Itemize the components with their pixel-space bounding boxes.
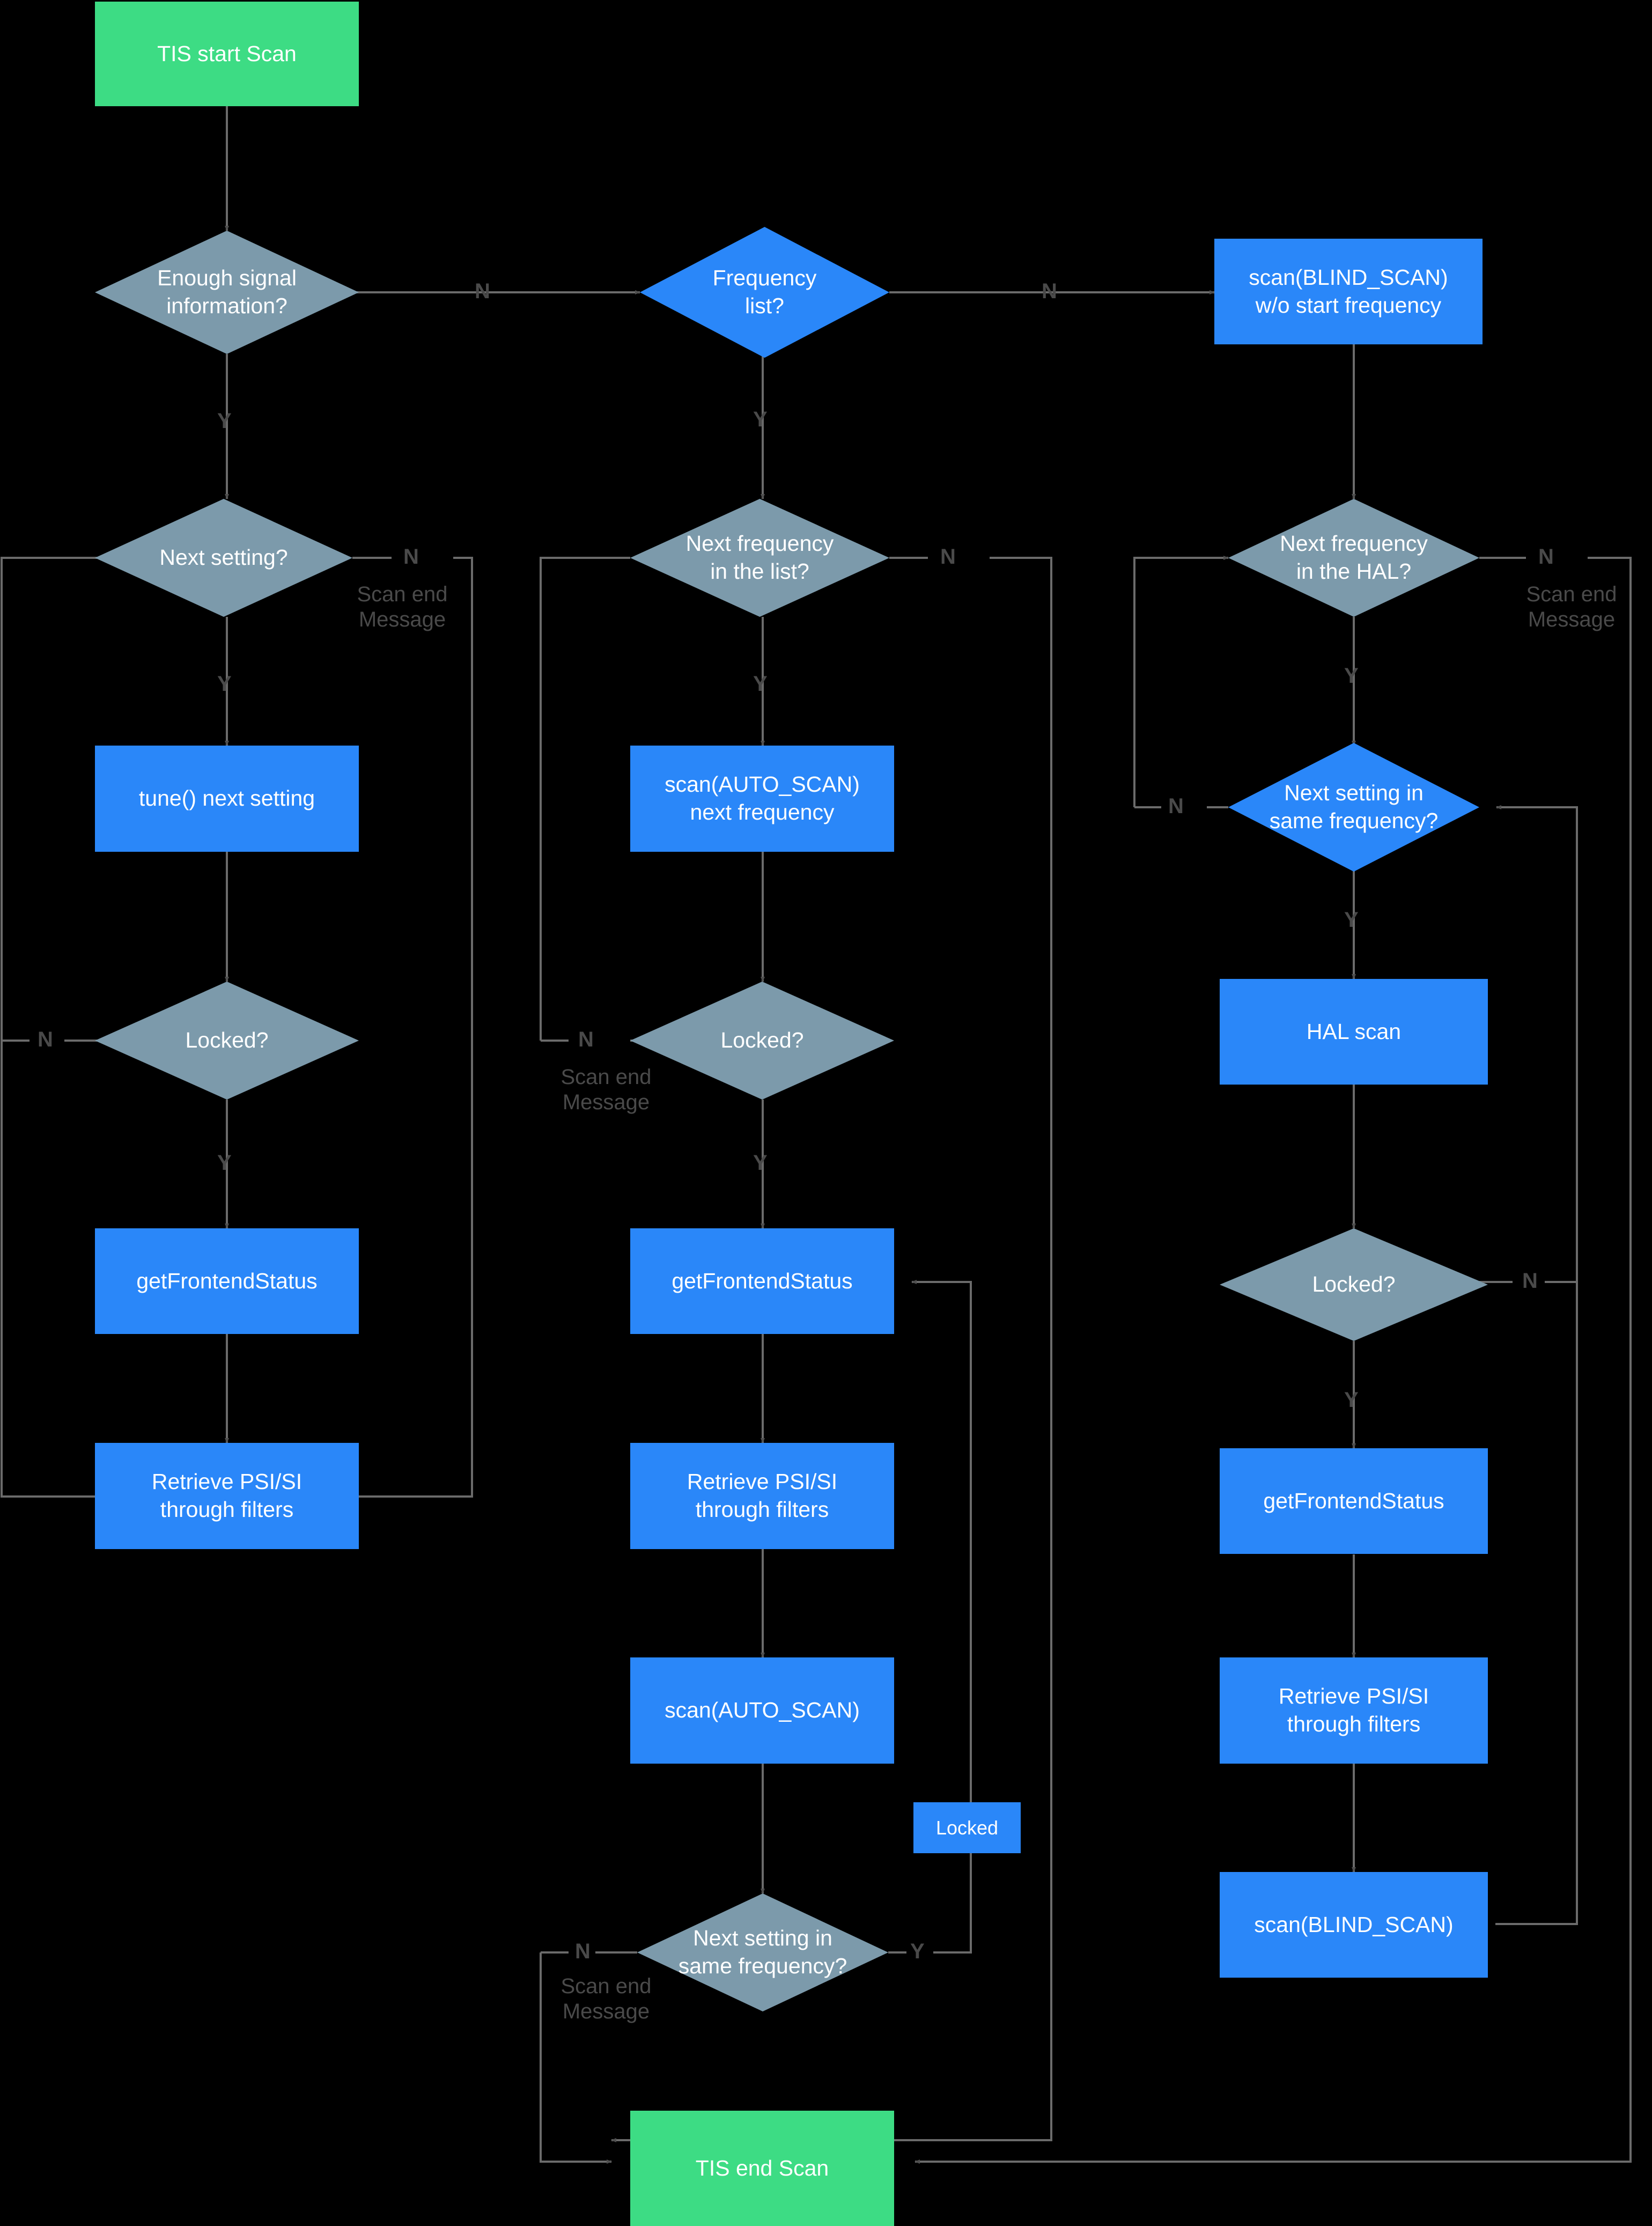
edge-locked-mid-n-rail bbox=[540, 557, 630, 1041]
node-tis-start-scan[interactable]: TIS start Scan bbox=[95, 2, 359, 106]
node-tune-next-setting[interactable]: tune() next setting bbox=[95, 746, 359, 852]
decision-shape bbox=[1228, 499, 1479, 617]
node-get-frontend-status-right[interactable]: getFrontendStatus bbox=[1220, 1448, 1488, 1554]
note-scan-end-message-right: Scan end Message bbox=[1526, 583, 1617, 632]
node-tis-end-scan[interactable]: TIS end Scan bbox=[630, 2111, 894, 2226]
decision-shape bbox=[637, 1893, 888, 2011]
edge-label-n-next-setting-same-freq-right: N bbox=[1168, 794, 1184, 818]
node-retrieve-psi-si-right[interactable]: Retrieve PSI/SI through filters bbox=[1220, 1657, 1488, 1764]
edge-label-n-enough-signal: N bbox=[475, 279, 490, 303]
edge-blindscan-right-loop bbox=[1495, 805, 1578, 1925]
edge-label-n-locked-right: N bbox=[1522, 1269, 1538, 1293]
note-scan-end-message-mid-bottom: Scan end Message bbox=[560, 1974, 652, 2024]
node-next-setting[interactable]: Next setting? bbox=[95, 499, 352, 617]
edge-label-n-next-setting: N bbox=[403, 545, 419, 569]
node-frequency-list[interactable]: Frequency list? bbox=[640, 227, 889, 358]
decision-shape bbox=[95, 499, 352, 617]
edge-nextsetting-mid-n-rail bbox=[540, 1952, 612, 2164]
edge-label-y-next-freq-list: Y bbox=[753, 672, 768, 696]
edge-nextsetting-mid-y-loop bbox=[911, 1280, 972, 1954]
edge-label-n-frequency-list: N bbox=[1042, 279, 1057, 303]
node-locked-left[interactable]: Locked? bbox=[95, 982, 359, 1100]
node-retrieve-psi-si-left[interactable]: Retrieve PSI/SI through filters bbox=[95, 1443, 359, 1549]
decision-shape bbox=[95, 231, 359, 354]
node-scan-auto-scan-next-frequency[interactable]: scan(AUTO_SCAN) next frequency bbox=[630, 746, 894, 852]
edge-label-y-next-setting-same-freq-right: Y bbox=[1344, 908, 1359, 932]
edge-nextfreqhal-n-loop bbox=[914, 557, 1632, 2164]
decision-shape bbox=[1228, 743, 1479, 872]
node-scan-blind-scan-wo-start-frequency[interactable]: scan(BLIND_SCAN) w/o start frequency bbox=[1214, 239, 1483, 344]
edge-label-n-locked-left: N bbox=[38, 1028, 53, 1051]
decision-shape bbox=[630, 982, 894, 1100]
decision-shape bbox=[95, 982, 359, 1100]
node-locked-right[interactable]: Locked? bbox=[1220, 1228, 1488, 1341]
edge-label-y-next-freq-hal: Y bbox=[1344, 664, 1359, 688]
node-hal-scan[interactable]: HAL scan bbox=[1220, 979, 1488, 1085]
node-locked-tag[interactable]: Locked bbox=[913, 1802, 1021, 1853]
decision-shape bbox=[630, 499, 889, 617]
note-scan-end-message-mid-top: Scan end Message bbox=[560, 1065, 652, 1115]
edge-label-y-locked-mid: Y bbox=[753, 1151, 768, 1175]
edge-label-y-locked-left: Y bbox=[217, 1151, 232, 1175]
node-next-frequency-in-the-list[interactable]: Next frequency in the list? bbox=[630, 499, 889, 617]
edge-label-n-next-freq-hal: N bbox=[1538, 545, 1554, 569]
edge-label-n-locked-mid: N bbox=[578, 1028, 594, 1051]
edge-label-n-next-freq-list: N bbox=[940, 545, 956, 569]
edge-label-y-next-setting-same-freq-mid: Y bbox=[910, 1940, 925, 1963]
node-retrieve-psi-si-mid[interactable]: Retrieve PSI/SI through filters bbox=[630, 1443, 894, 1549]
decision-shape bbox=[1220, 1228, 1488, 1341]
edge-nextsetting-right-n-rail bbox=[1133, 556, 1229, 807]
edge-label-y-frequency-list: Y bbox=[753, 408, 768, 431]
decision-shape bbox=[640, 227, 889, 358]
edge-label-y-next-setting: Y bbox=[217, 672, 232, 696]
edge-label-n-next-setting-same-freq-mid: N bbox=[575, 1940, 591, 1963]
node-enough-signal-information[interactable]: Enough signal information? bbox=[95, 231, 359, 354]
node-scan-blind-scan[interactable]: scan(BLIND_SCAN) bbox=[1220, 1872, 1488, 1978]
node-scan-auto-scan[interactable]: scan(AUTO_SCAN) bbox=[630, 1657, 894, 1764]
edge-label-y-locked-right: Y bbox=[1344, 1388, 1359, 1412]
edge-label-y-enough-signal: Y bbox=[217, 409, 232, 433]
node-get-frontend-status-mid[interactable]: getFrontendStatus bbox=[630, 1228, 894, 1334]
node-next-frequency-in-the-hal[interactable]: Next frequency in the HAL? bbox=[1228, 499, 1479, 617]
note-scan-end-message-left: Scan end Message bbox=[357, 583, 448, 632]
node-get-frontend-status-left[interactable]: getFrontendStatus bbox=[95, 1228, 359, 1334]
node-next-setting-in-same-frequency-right[interactable]: Next setting in same frequency? bbox=[1228, 743, 1479, 872]
